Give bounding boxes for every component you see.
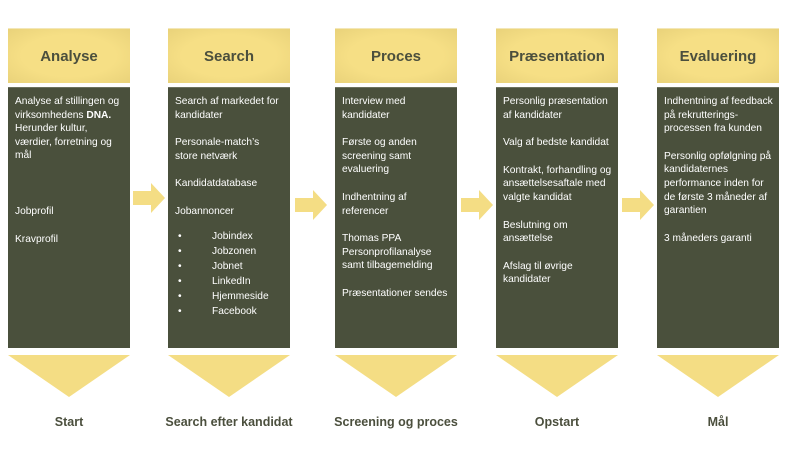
down-arrow-icon xyxy=(496,355,618,397)
stage-header: Evaluering xyxy=(657,28,779,83)
stage-title: Search xyxy=(203,47,255,65)
right-arrow-icon xyxy=(622,190,654,220)
right-arrow-icon xyxy=(133,183,165,213)
stage-paragraph: Analyse af stillingen og virksomhedens D… xyxy=(15,96,120,162)
stage-paragraph: Jobprofil xyxy=(15,205,54,217)
stage-outcome: Screening og proces xyxy=(334,415,458,429)
right-arrow-icon xyxy=(461,190,493,220)
stage-evaluering: Evaluering Indhentning af feedback på re… xyxy=(657,0,779,472)
stage-paragraph: Afslag til øvrige kandidater xyxy=(503,260,573,286)
stage-paragraph: Personale-match’s store netværk xyxy=(175,137,260,162)
right-arrow-icon xyxy=(295,190,327,220)
stage-paragraph: Jobannoncer xyxy=(175,205,234,217)
stage-paragraph: Kravprofil xyxy=(15,233,59,245)
stage-title: Proces xyxy=(370,47,422,65)
stage-body: Analyse af stillingen og virksomhedens D… xyxy=(8,87,130,348)
stage-paragraph: Kontrakt, forhandling og ansættelsesafta… xyxy=(503,164,612,203)
stage-paragraph: Første og anden screening samt evaluerin… xyxy=(342,137,417,176)
stage-paragraph: Search af markedet for kandidater xyxy=(175,96,279,121)
stage-paragraph: Kandidatdatabase xyxy=(175,178,258,190)
list-item: Hjemmeside xyxy=(175,289,284,304)
stage-header: Proces xyxy=(335,28,457,83)
stage-proces: Proces Interview med kandidater Første o… xyxy=(334,0,458,472)
down-arrow-icon xyxy=(8,355,130,397)
stage-outcome: Start xyxy=(54,415,84,429)
stage-outcome: Search efter kandidat xyxy=(165,415,293,429)
stage-paragraph: Thomas PPA Personprofilanalyse samt tilb… xyxy=(342,233,433,272)
list-item: Jobzonen xyxy=(175,244,284,259)
down-arrow-icon xyxy=(335,355,457,397)
stage-title: Evaluering xyxy=(679,47,757,65)
stage-body: Interview med kandidater Første og anden… xyxy=(335,87,457,348)
stage-title: Præsentation xyxy=(509,47,605,65)
stage-paragraph: Personlig præsentation af kandidater xyxy=(503,96,608,121)
stage-body: Indhentning af feedback på rekrutterings… xyxy=(657,87,779,348)
stage-paragraph: Personlig opfølgning på kandidaternes pe… xyxy=(664,150,772,217)
stage-paragraph: Valg af bedste kandidat xyxy=(503,137,609,149)
down-arrow-icon xyxy=(168,355,290,397)
list-item: Facebook xyxy=(175,304,284,319)
list-item: LinkedIn xyxy=(175,274,284,289)
stage-praesentation: Præsentation Personlig præsentation af k… xyxy=(496,0,618,472)
stage-paragraph: Interview med kandidater xyxy=(342,96,406,121)
stage-outcome: Mål xyxy=(707,415,729,429)
stage-body: Search af markedet for kandidater Person… xyxy=(168,87,290,348)
emphasis: DNA. xyxy=(86,109,112,121)
stage-body: Personlig præsentation af kandidater Val… xyxy=(496,87,618,348)
stage-analyse: Analyse Analyse af stillingen og virksom… xyxy=(8,0,130,472)
list-item: Jobindex xyxy=(175,229,284,244)
down-arrow-icon xyxy=(657,355,779,397)
stage-paragraph: Indhentning af feedback på rekrutterings… xyxy=(664,96,773,135)
stage-paragraph: Beslutning om ansættelse xyxy=(503,219,568,245)
job-channel-list: Jobindex Jobzonen Jobnet LinkedIn Hjemme… xyxy=(175,229,284,319)
stage-header: Præsentation xyxy=(496,28,618,83)
stage-title: Analyse xyxy=(40,47,98,65)
stage-header: Search xyxy=(168,28,290,83)
list-item: Jobnet xyxy=(175,259,284,274)
stage-header: Analyse xyxy=(8,28,130,83)
stage-search: Search Search af markedet for kandidater… xyxy=(165,0,293,472)
stage-paragraph: 3 måneders garanti xyxy=(664,232,752,244)
stage-paragraph: Præsentationer sendes xyxy=(342,287,448,299)
stage-outcome: Opstart xyxy=(534,415,580,429)
stage-paragraph: Indhentning af referencer xyxy=(342,191,407,217)
